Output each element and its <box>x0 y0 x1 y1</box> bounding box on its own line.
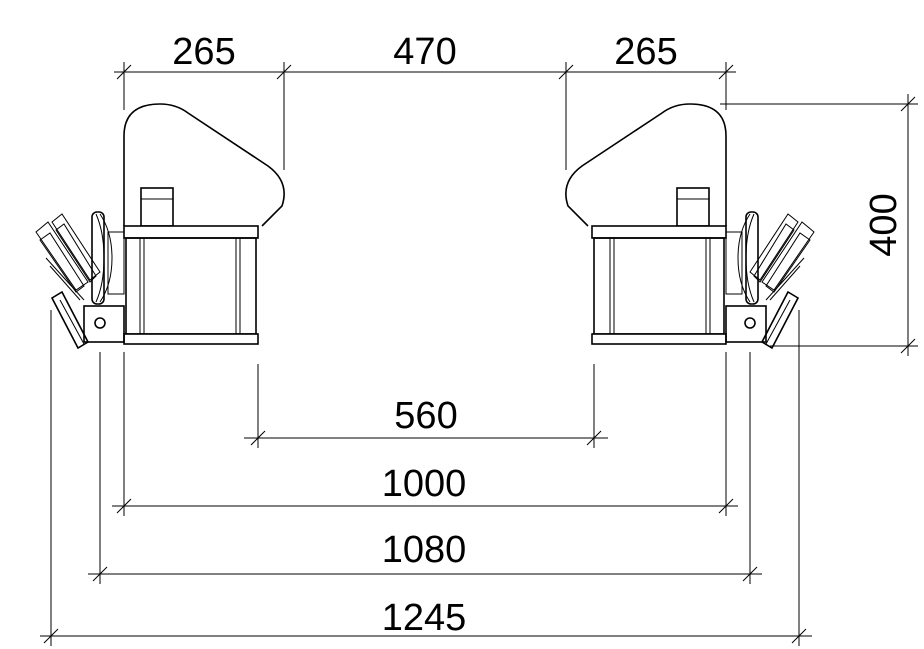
dim-label-1000: 1000 <box>382 463 467 505</box>
dimension-1080: 1080 <box>88 352 762 584</box>
dim-label-height: 400 <box>863 193 905 256</box>
left-roller-unit <box>35 103 285 350</box>
dim-label-top-left: 265 <box>172 31 235 73</box>
dim-label-top-right: 265 <box>614 31 677 73</box>
dimension-560: 560 <box>244 364 608 448</box>
dimension-1245: 1245 <box>40 310 812 646</box>
dim-label-1245: 1245 <box>382 597 467 639</box>
right-roller-unit <box>565 103 815 350</box>
dim-label-1080: 1080 <box>382 529 467 571</box>
height-dimension: 400 <box>720 94 918 356</box>
dim-label-top-middle: 470 <box>393 31 456 73</box>
top-dimension-chain: 265 470 265 <box>114 31 736 170</box>
dimension-1000: 1000 <box>112 352 738 516</box>
dim-label-560: 560 <box>394 395 457 437</box>
